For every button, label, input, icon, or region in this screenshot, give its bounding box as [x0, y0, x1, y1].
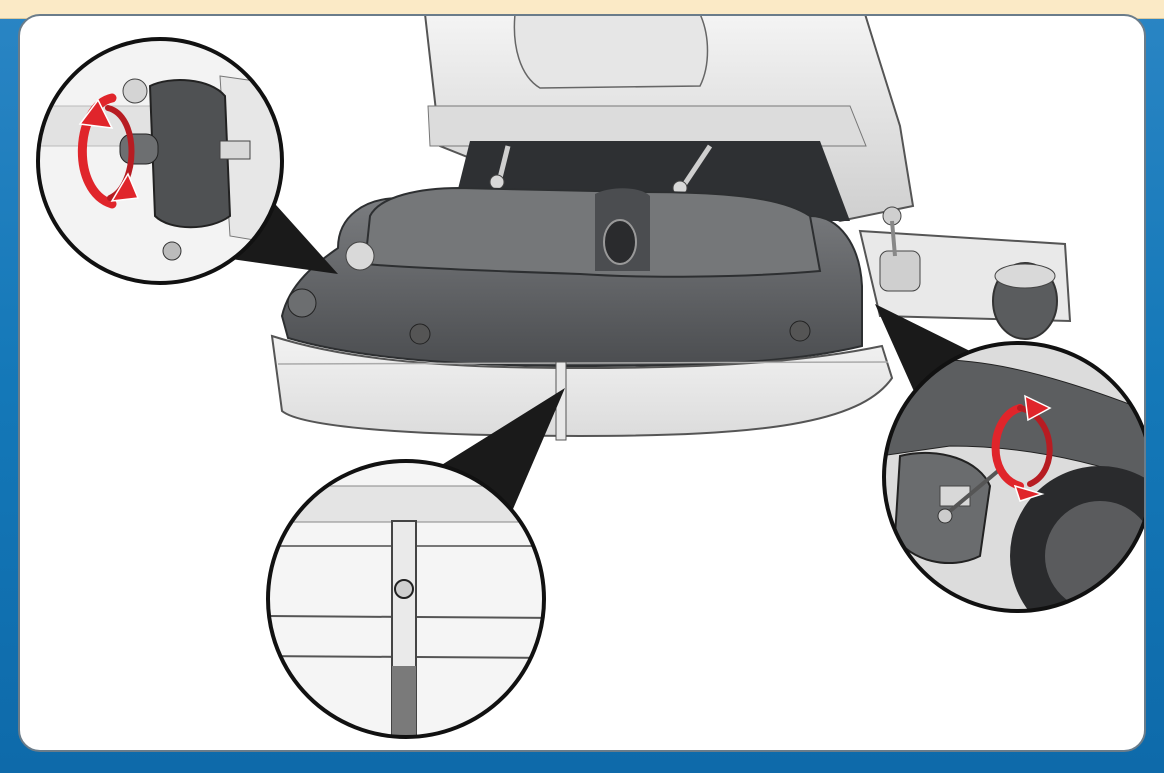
machine-illustration	[36, 16, 1144, 739]
illustration-panel	[18, 14, 1146, 752]
brush-head	[280, 186, 863, 368]
rotate-arrow-icon	[991, 394, 1053, 502]
detail-right-knob	[882, 341, 1144, 613]
detail-left-knob	[36, 37, 284, 285]
brush-skirt	[270, 334, 894, 441]
detail-center-seam	[266, 459, 546, 739]
pointer-right	[875, 304, 980, 416]
rotate-arrow-icon	[77, 93, 140, 209]
